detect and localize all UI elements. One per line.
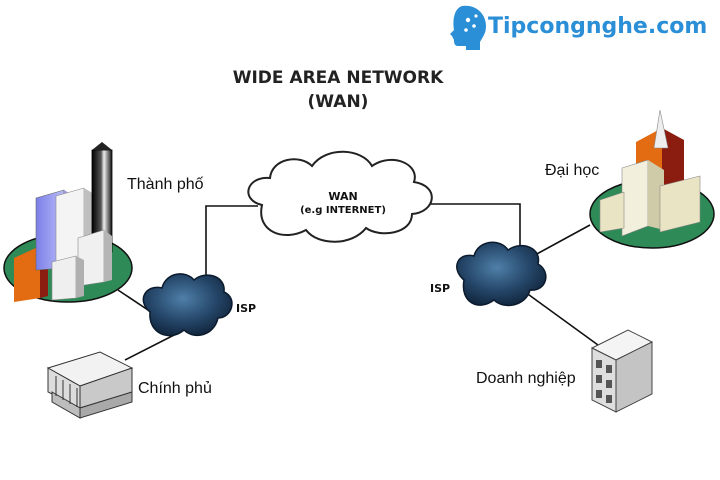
diagram-title-line1: WIDE AREA NETWORK xyxy=(232,68,444,88)
wan-to-isp-left-line xyxy=(205,205,258,280)
business-label: Doanh nghiệp xyxy=(476,370,576,387)
isp-right-label: ISP xyxy=(430,282,451,295)
city-label: Thành phố xyxy=(127,176,204,193)
university-icon xyxy=(589,109,715,249)
government-label: Chính phủ xyxy=(138,380,212,397)
diagram-title: WIDE AREA NETWORK (WAN) xyxy=(218,66,458,114)
wan-label-sub: (e.g INTERNET) xyxy=(300,205,386,216)
university-label: Đại học xyxy=(545,162,600,179)
logo-head-icon xyxy=(450,5,486,50)
wan-cloud xyxy=(247,150,433,243)
diagram-title-line2: (WAN) xyxy=(307,92,369,112)
business-to-isp-line xyxy=(524,291,599,346)
university-to-isp-line xyxy=(534,224,591,256)
govt-to-isp-line xyxy=(124,331,181,361)
connection-lines xyxy=(117,203,599,361)
city-icon xyxy=(3,142,133,303)
isp-left-label: ISP xyxy=(236,302,257,315)
isp-left-cloud xyxy=(142,273,233,337)
wan-label: WAN (e.g INTERNET) xyxy=(300,190,386,218)
wan-to-isp-right-line xyxy=(422,203,521,258)
isp-right-cloud xyxy=(456,241,547,307)
business-icon xyxy=(590,329,654,413)
government-icon xyxy=(46,351,134,419)
wan-label-main: WAN xyxy=(328,190,358,203)
site-logo-text[interactable]: Tipcongnghe.com xyxy=(488,14,708,39)
